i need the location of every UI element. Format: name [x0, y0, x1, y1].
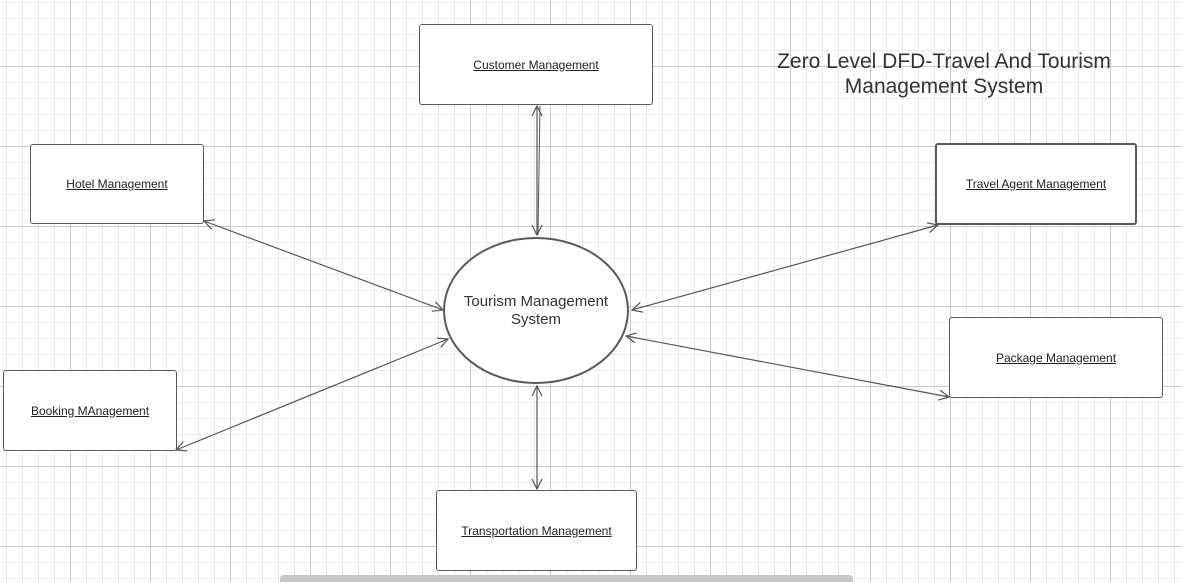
connector-travel-agent[interactable] [632, 225, 938, 310]
entity-package-management[interactable]: Package Management [949, 317, 1163, 398]
entity-label: Customer Management [473, 57, 599, 72]
entity-label: Booking MAnagement [30, 403, 150, 418]
process-label: Tourism Management System [463, 292, 609, 328]
entity-customer-management[interactable]: Customer Management [419, 24, 653, 105]
entity-travel-agent-management[interactable]: Travel Agent Management [935, 143, 1137, 225]
entity-label: Package Management [995, 350, 1117, 365]
connector-hotel[interactable] [204, 221, 443, 310]
connector-booking[interactable] [176, 339, 448, 450]
entity-label: Hotel Management [66, 177, 168, 191]
connector-customer-secondary [537, 105, 541, 236]
entity-booking-management[interactable]: Booking MAnagement [3, 370, 177, 451]
entity-label: Travel Agent Management [965, 177, 1107, 191]
entity-transportation-management[interactable]: Transportation Management [436, 490, 637, 571]
entity-label: Transportation Management [461, 523, 612, 538]
connector-package[interactable] [626, 336, 949, 397]
diagram-title: Zero Level DFD-Travel And Tourism Manage… [777, 50, 1111, 98]
entity-hotel-management[interactable]: Hotel Management [30, 144, 204, 224]
process-tourism-management-system[interactable]: Tourism Management System [443, 237, 629, 384]
horizontal-scrollbar[interactable] [280, 575, 853, 582]
